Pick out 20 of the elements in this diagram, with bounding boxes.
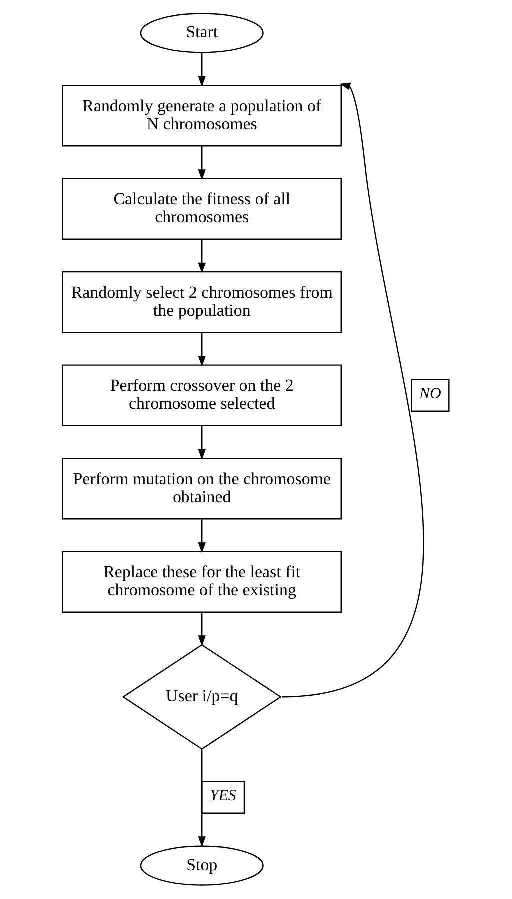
edge-label: YES [210,788,236,805]
node-diamond: User i/p=q [122,644,282,750]
arrow [198,750,206,848]
node-box: Replace these for the least fit chromosome of the existing [62,551,342,613]
edge-label: NO [419,386,442,403]
node-ellipse: Start [140,13,264,54]
arrow [198,612,206,647]
node-box: Randomly generate a population of N chromosomes [62,84,342,147]
arrow [198,519,206,554]
arrow [198,332,206,368]
arrow [198,426,206,460]
arrow [198,240,206,274]
node-box: Calculate the fitness of all chromosomes [62,178,342,240]
arrow [198,53,206,88]
arrow [282,82,424,698]
node-ellipse: Stop [140,846,264,886]
node-box: Perform mutation on the chromosome obtained [62,458,342,520]
node-box: Randomly select 2 chromosomes from the population [62,271,342,334]
arrow [198,146,206,181]
node-box: Perform crossover on the 2 chromosome selected [62,364,342,426]
